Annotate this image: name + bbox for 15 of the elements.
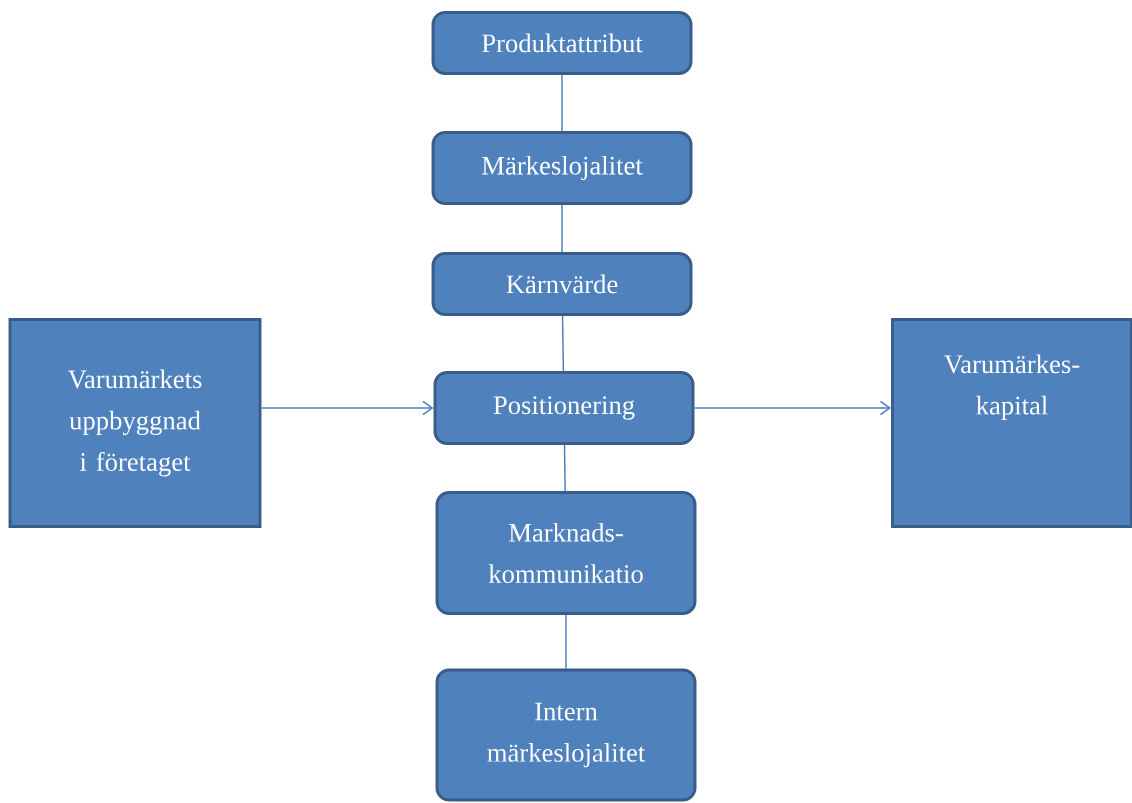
connector-line bbox=[561, 204, 563, 253]
arrow bbox=[260, 400, 434, 416]
process-box: Intern märkeslojalitet bbox=[435, 668, 697, 802]
process-box: Kärnvärde bbox=[431, 252, 693, 316]
connector-line bbox=[561, 74, 563, 132]
connector-line bbox=[565, 614, 567, 670]
process-box: Marknads- kommunikatio bbox=[435, 491, 697, 615]
connector-line bbox=[561, 315, 565, 372]
side-box: Varumärkes- kapital bbox=[891, 318, 1132, 528]
process-box: Produktattribut bbox=[431, 11, 693, 75]
connector-line bbox=[563, 444, 566, 492]
side-box: Varumärkets uppbyggnad i företaget bbox=[8, 318, 262, 528]
process-box: Positionering bbox=[433, 371, 695, 445]
process-box: Märkeslojalitet bbox=[431, 131, 693, 205]
arrow bbox=[693, 400, 892, 416]
